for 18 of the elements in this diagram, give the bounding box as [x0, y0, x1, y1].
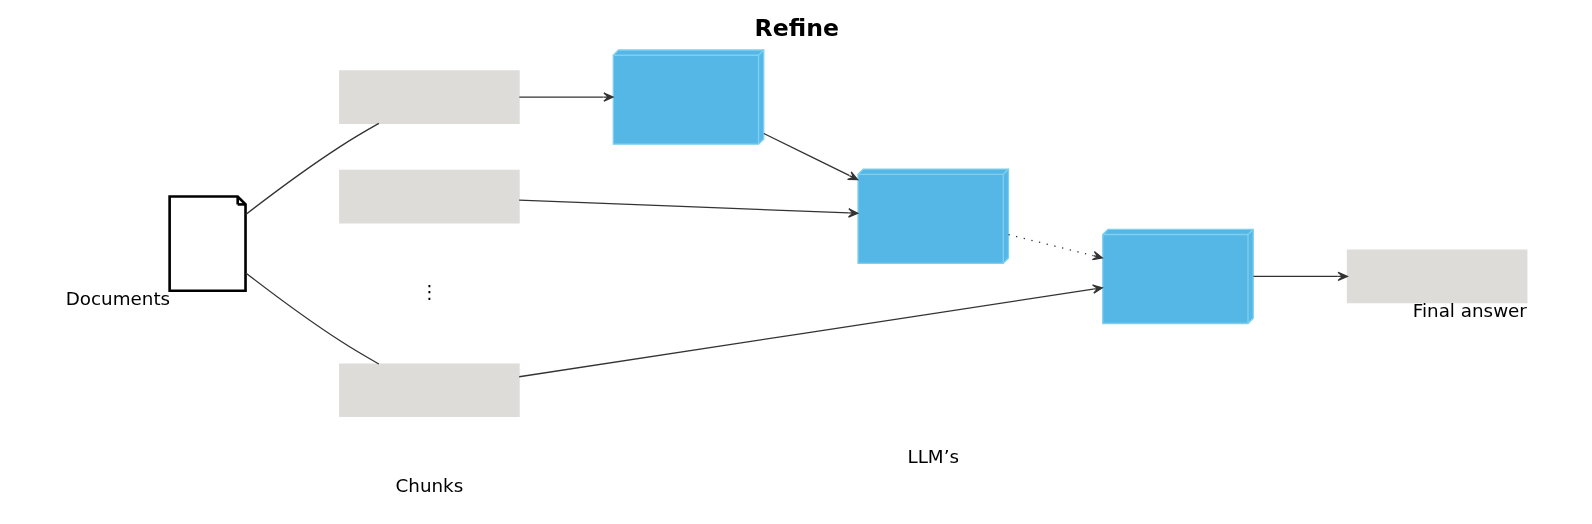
- label: ⋮: [419, 281, 439, 303]
- arrow: [1252, 271, 1348, 282]
- node-label: Final answer: [1412, 300, 1527, 322]
- arrow: [518, 199, 858, 218]
- connector: [244, 122, 379, 216]
- label: Chunks: [395, 474, 463, 496]
- arrow: [518, 284, 1103, 378]
- connector: [244, 272, 379, 365]
- diagram-title: Refine: [754, 14, 839, 43]
- label: LLM’s: [906, 446, 959, 468]
- arrow: [762, 132, 858, 181]
- arrow: [1007, 233, 1103, 261]
- node-label: Documents: [65, 288, 170, 310]
- node-box: [338, 169, 520, 224]
- node-box: [338, 70, 520, 124]
- arrow: [518, 92, 614, 102]
- node-box: [1346, 249, 1527, 304]
- node-box: [338, 363, 520, 418]
